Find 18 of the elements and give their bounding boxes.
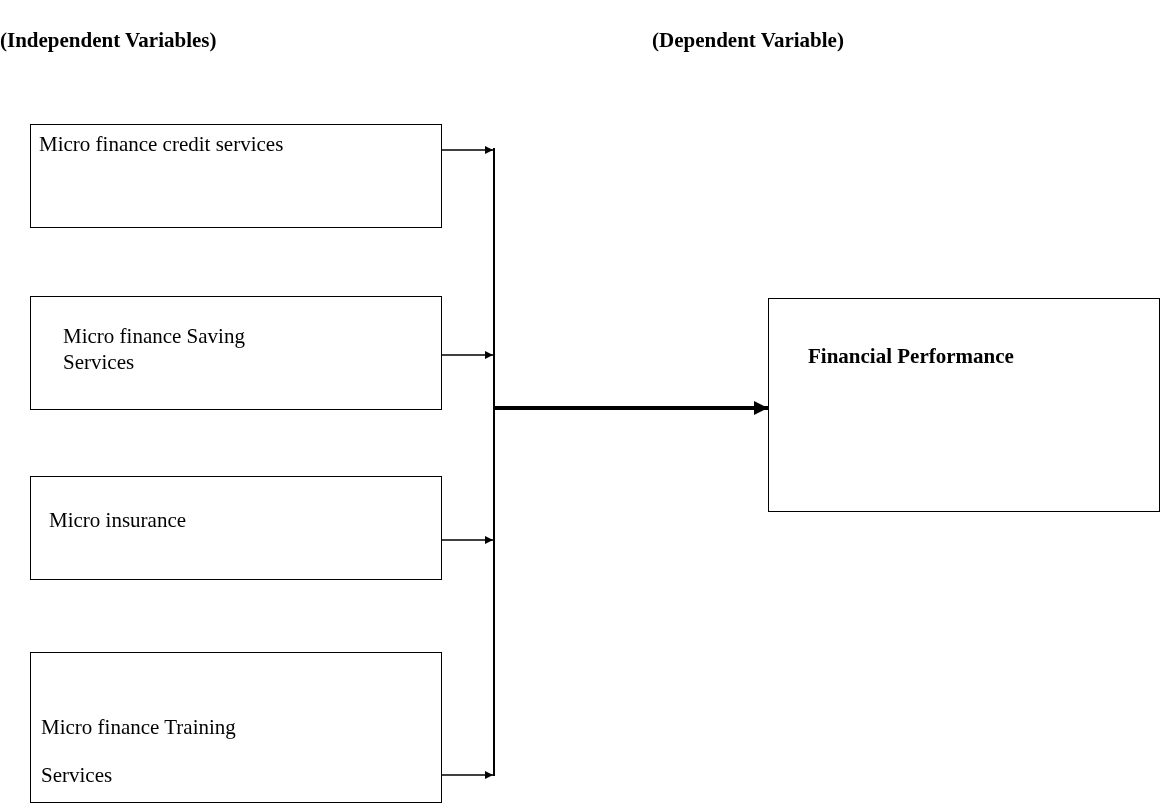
box-label: Micro finance Training Services xyxy=(41,715,236,788)
arrow xyxy=(441,536,494,544)
column-heading: (Dependent Variable) xyxy=(652,28,844,53)
arrow xyxy=(495,401,768,415)
variable-box xyxy=(30,652,442,803)
box-label: Micro finance Saving Services xyxy=(63,324,245,375)
variable-box xyxy=(768,298,1160,512)
vertical-bar-line xyxy=(493,148,495,776)
box-label: Micro insurance xyxy=(49,508,187,532)
arrow xyxy=(441,146,494,154)
box-label: Financial Performance xyxy=(808,344,1014,368)
variable-box xyxy=(30,296,442,410)
arrow xyxy=(441,351,494,359)
variable-box xyxy=(30,124,442,228)
variable-box xyxy=(30,476,442,580)
column-heading: (Independent Variables) xyxy=(0,28,217,53)
box-label: Micro finance credit services xyxy=(39,132,284,156)
arrow xyxy=(441,771,494,779)
